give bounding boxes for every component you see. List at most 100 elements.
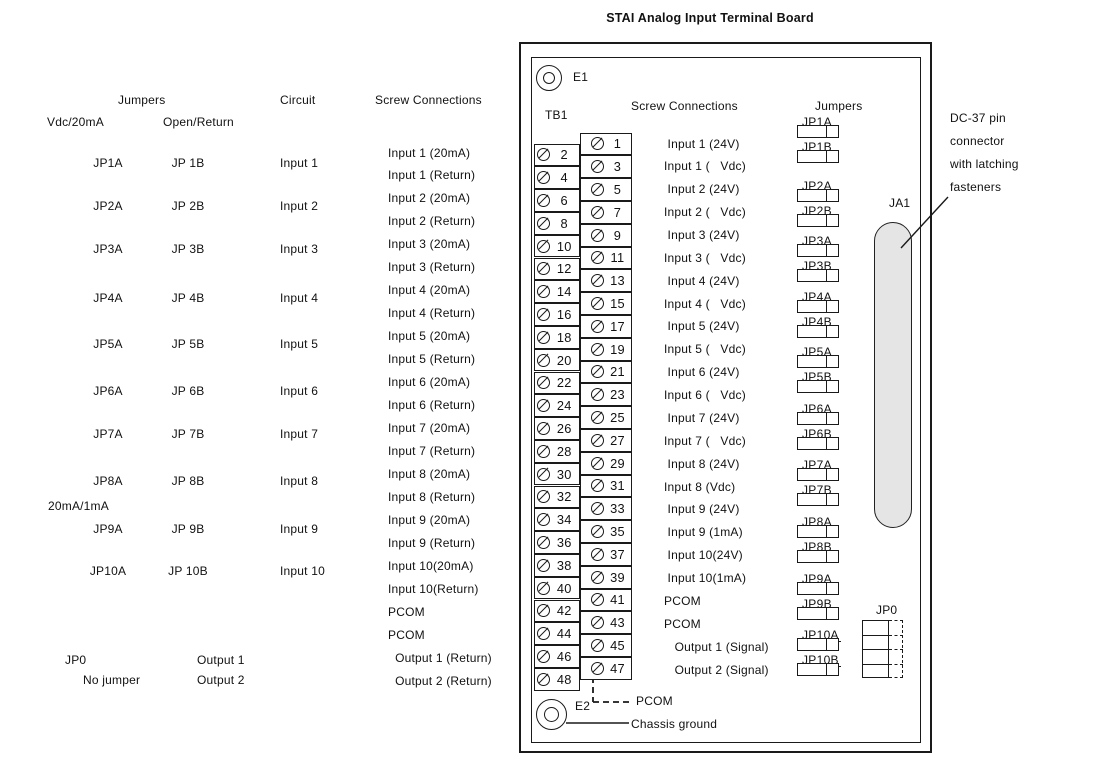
left-screw-connection-label: Input 6 (Return) xyxy=(388,398,476,413)
screw-icon xyxy=(536,376,550,390)
screw-icon xyxy=(536,239,550,253)
terminal-cell-odd: 9 xyxy=(580,223,632,247)
board-screw-connection-label: Input 2 (24V) xyxy=(664,182,740,197)
screw-icon xyxy=(536,627,550,641)
terminal-cell-even: 44 xyxy=(533,622,580,646)
left-screw-connection-label: Input 4 (Return) xyxy=(388,306,476,321)
terminal-number: 20 xyxy=(556,352,572,368)
terminal-number: 17 xyxy=(610,318,625,334)
terminal-cell-even: 46 xyxy=(533,645,580,668)
screw-icon xyxy=(591,228,604,242)
terminal-number: 42 xyxy=(556,603,572,619)
dc37-annotation-line: DC-37 pin xyxy=(950,111,1006,125)
left-jumper-b-label: JP 2B xyxy=(171,199,205,213)
terminal-number: 30 xyxy=(556,466,572,482)
terminal-number: 29 xyxy=(610,455,625,471)
dc37-annotation-line: connector xyxy=(950,134,1005,148)
terminal-number: 3 xyxy=(613,159,622,175)
left-jumper-a-label: JP8A xyxy=(93,474,123,488)
terminal-number: 27 xyxy=(610,432,625,448)
jumper-block xyxy=(797,150,839,163)
terminal-number: 44 xyxy=(556,626,572,642)
left-jumper-a-label: JP9A xyxy=(93,522,123,536)
board-screw-connection-label: Input 7 (24V) xyxy=(664,410,740,425)
terminal-cell-even: 10 xyxy=(533,234,580,258)
jumper-block xyxy=(797,607,839,620)
board-screw-connection-label: Input 6 ( Vdc) xyxy=(664,388,746,403)
terminal-cell-even: 20 xyxy=(533,348,580,372)
terminal-cell-odd: 35 xyxy=(580,520,632,543)
terminal-number: 16 xyxy=(556,306,572,322)
screw-icon xyxy=(591,365,604,379)
left-col-a-header: Vdc/20mA xyxy=(47,115,104,129)
jumper-block xyxy=(797,269,839,282)
terminal-number: 7 xyxy=(613,204,622,220)
jumper-block xyxy=(797,355,839,368)
board-screw-connection-label: Input 9 (1mA) xyxy=(664,525,743,540)
jumper-block xyxy=(797,663,839,676)
left-screw-connection-label: Input 2 (Return) xyxy=(388,214,476,229)
screw-icon xyxy=(536,216,550,230)
terminal-cell-even: 12 xyxy=(533,257,580,281)
terminal-cell-odd: 37 xyxy=(580,543,632,566)
left-circuit-label: Input 4 xyxy=(280,291,319,305)
terminal-number: 32 xyxy=(556,489,572,505)
terminal-number: 34 xyxy=(556,512,572,528)
terminal-cell-odd: 33 xyxy=(580,497,632,521)
left-jumper-b-label: JP 6B xyxy=(171,384,205,398)
left-col-b-header: Open/Return xyxy=(163,115,234,129)
screw-icon xyxy=(536,262,550,276)
terminal-cell-even: 4 xyxy=(533,166,580,190)
terminal-cell-even: 30 xyxy=(533,462,580,486)
left-screw-connection-label: Input 4 (20mA) xyxy=(388,283,471,298)
jumper-block xyxy=(797,412,839,425)
terminal-cell-odd: 45 xyxy=(580,634,632,657)
terminal-number: 41 xyxy=(610,592,625,608)
terminal-number: 8 xyxy=(560,215,568,231)
left-jumper-a-label: JP6A xyxy=(93,384,123,398)
jumper-block xyxy=(797,300,839,313)
figure-title: STAI Analog Input Terminal Board xyxy=(606,11,814,25)
left-circuit-label: Input 6 xyxy=(280,384,319,398)
board-screw-connection-label: Input 1 (24V) xyxy=(664,136,740,151)
screw-icon xyxy=(536,467,550,481)
left-jumper-a-label: JP2A xyxy=(93,199,123,213)
board-inner-outline xyxy=(531,57,921,743)
terminal-cell-even: 24 xyxy=(533,394,580,418)
left-screw-connection-label: Input 3 (Return) xyxy=(388,260,476,275)
terminal-number: 26 xyxy=(556,420,572,436)
pcom-trace-label: PCOM xyxy=(636,694,673,708)
jumper-block xyxy=(797,437,839,450)
left-circuit-label: Input 8 xyxy=(280,474,319,488)
terminal-cell-odd: 7 xyxy=(580,201,632,224)
board-screw-connection-label: Input 6 (24V) xyxy=(664,365,740,380)
left-screw-connection-label: Input 9 (Return) xyxy=(388,535,476,550)
terminal-cell-even: 36 xyxy=(533,531,580,554)
left-jumper-b-label: JP 10B xyxy=(168,564,208,578)
terminal-number: 5 xyxy=(613,182,622,198)
screw-icon xyxy=(591,479,604,493)
terminal-cell-odd: 11 xyxy=(580,246,632,270)
screw-icon xyxy=(591,616,604,630)
terminal-number: 45 xyxy=(610,638,625,654)
jumper-block xyxy=(797,550,839,563)
terminal-cell-odd: 43 xyxy=(580,611,632,635)
terminal-cell-odd: 15 xyxy=(580,292,632,315)
left-output-circuit-label: Output 2 xyxy=(197,673,245,687)
board-screw-connection-label: Input 4 ( Vdc) xyxy=(664,296,746,311)
left-jumper-b-label: JP 5B xyxy=(171,337,205,351)
left-screw-connection-label: Input 10(Return) xyxy=(388,581,479,596)
terminal-number: 25 xyxy=(610,410,625,426)
jp0-row-divider xyxy=(862,663,889,665)
terminal-number: 15 xyxy=(610,296,625,312)
terminal-number: 22 xyxy=(556,375,572,391)
terminal-cell-even: 22 xyxy=(533,371,580,395)
board-screw-connection-label: PCOM xyxy=(664,593,701,608)
screw-icon xyxy=(536,604,550,618)
screw-icon xyxy=(591,205,604,219)
board-screw-connection-label: Input 2 ( Vdc) xyxy=(664,205,746,220)
left-output-jumper-label: JP0 xyxy=(65,653,87,667)
screw-icon xyxy=(591,570,604,584)
terminal-cell-odd: 19 xyxy=(580,337,632,361)
